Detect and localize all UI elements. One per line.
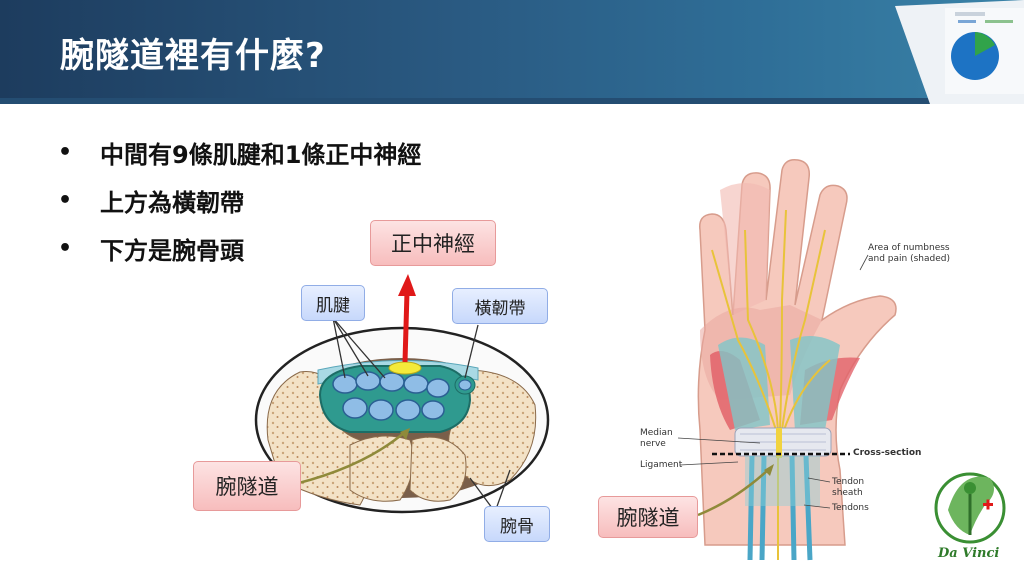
median-nerve-annotation-line: Median: [640, 428, 673, 438]
logo-wordmark: Da Vinci: [938, 546, 1000, 561]
median-nerve-annotation-line: nerve: [640, 439, 666, 449]
bullet-dot-icon: •: [58, 235, 73, 261]
header-divider: [0, 98, 1024, 104]
bullet-dot-icon: •: [58, 187, 73, 213]
numbness-note-line: and pain (shaded): [868, 254, 950, 264]
median-nerve-label: 正中神經: [370, 220, 496, 266]
carpal-tunnel-label-hand: 腕隧道: [598, 496, 698, 538]
header-chart-decoration: [895, 0, 1024, 104]
bullet-text: 中間有9條肌腱和1條正中神經: [100, 140, 422, 169]
cross-section-annotation: Cross-section: [853, 448, 922, 458]
tendons-annotation: Tendons: [832, 503, 869, 513]
header-bar: [0, 0, 1024, 104]
tendon-sheath-annotation: Tendon sheath: [832, 477, 864, 499]
numbness-note-line: Area of numbness: [868, 243, 950, 253]
bullet-dot-icon: •: [58, 139, 73, 165]
carpal-bones-label: 腕骨: [484, 506, 550, 542]
numbness-note: Area of numbness and pain (shaded): [868, 243, 950, 265]
ligament-annotation: Ligament: [640, 460, 683, 470]
bullet-item: • 上方為橫韌帶: [58, 176, 421, 224]
tendons-label: 肌腱: [301, 285, 365, 321]
page-title: 腕隧道裡有什麼?: [60, 36, 326, 76]
median-nerve-annotation: Median nerve: [640, 428, 673, 450]
bullet-text: 上方為橫韌帶: [100, 188, 244, 217]
tendon-sheath-annotation-line: sheath: [832, 488, 863, 498]
carpal-tunnel-label: 腕隧道: [193, 461, 301, 511]
bullet-item: • 中間有9條肌腱和1條正中神經: [58, 128, 421, 176]
transverse-ligament-label: 橫韌帶: [452, 288, 548, 324]
bullet-item: • 下方是腕骨頭: [58, 224, 421, 272]
bullet-list: • 中間有9條肌腱和1條正中神經 • 上方為橫韌帶 • 下方是腕骨頭: [58, 128, 421, 272]
bullet-text: 下方是腕骨頭: [100, 236, 244, 265]
tendon-sheath-annotation-line: Tendon: [832, 477, 865, 487]
